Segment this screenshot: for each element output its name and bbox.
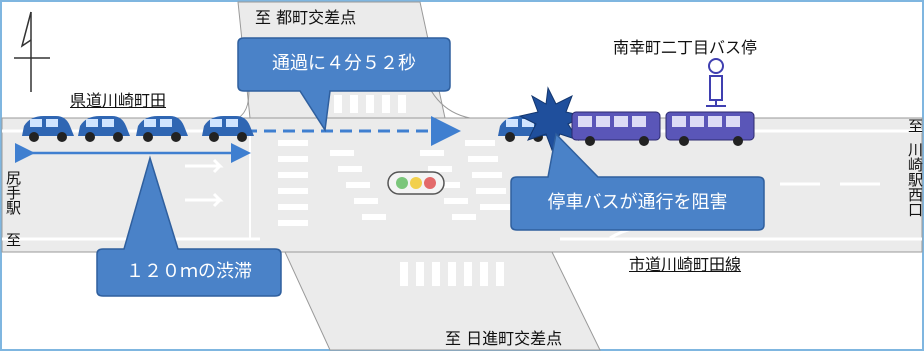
label-bus-stop: 南幸町二丁目バス停: [613, 38, 758, 57]
callout-pass-time-bubble: [237, 37, 451, 133]
car-1: [22, 116, 74, 142]
zebra-crossing-south: [400, 262, 504, 286]
label-right-station: 川崎駅西口: [906, 142, 924, 217]
label-city-road: 市道川崎町田線: [629, 255, 742, 274]
label-prefectural-road: 県道川崎町田: [70, 91, 167, 110]
bus-stop-icon: [706, 58, 726, 107]
callout-jam-text: １２０ｍの渋滞: [126, 261, 252, 282]
callout-jam-bubble: [96, 155, 282, 297]
callout-pass-time-text: 通過に４分５２秒: [272, 53, 416, 74]
label-left-station: 尻手駅: [4, 170, 22, 215]
traffic-signal-icon: [387, 171, 445, 195]
zebra-crossing-west: [278, 140, 308, 226]
bus-1: [571, 111, 661, 146]
callout-bus-block-text: 停車バスが通行を阻害: [547, 192, 728, 213]
cross-road-south: [284, 251, 601, 351]
label-to-tocho: 至 都町交差点: [255, 8, 357, 27]
north-arrow-icon: [14, 11, 50, 92]
car-2: [78, 116, 130, 142]
bus-2: [665, 111, 755, 146]
callout-bus-block-bubble: [510, 132, 765, 231]
label-right-to: 至: [906, 118, 924, 133]
car-3: [136, 116, 188, 142]
collision-burst-icon: [518, 86, 586, 152]
label-left-to: 至: [4, 232, 22, 247]
car-4: [202, 116, 254, 142]
label-to-nisshin: 至 日進町交差点: [445, 329, 563, 348]
zebra-crossing-center: [330, 150, 476, 220]
